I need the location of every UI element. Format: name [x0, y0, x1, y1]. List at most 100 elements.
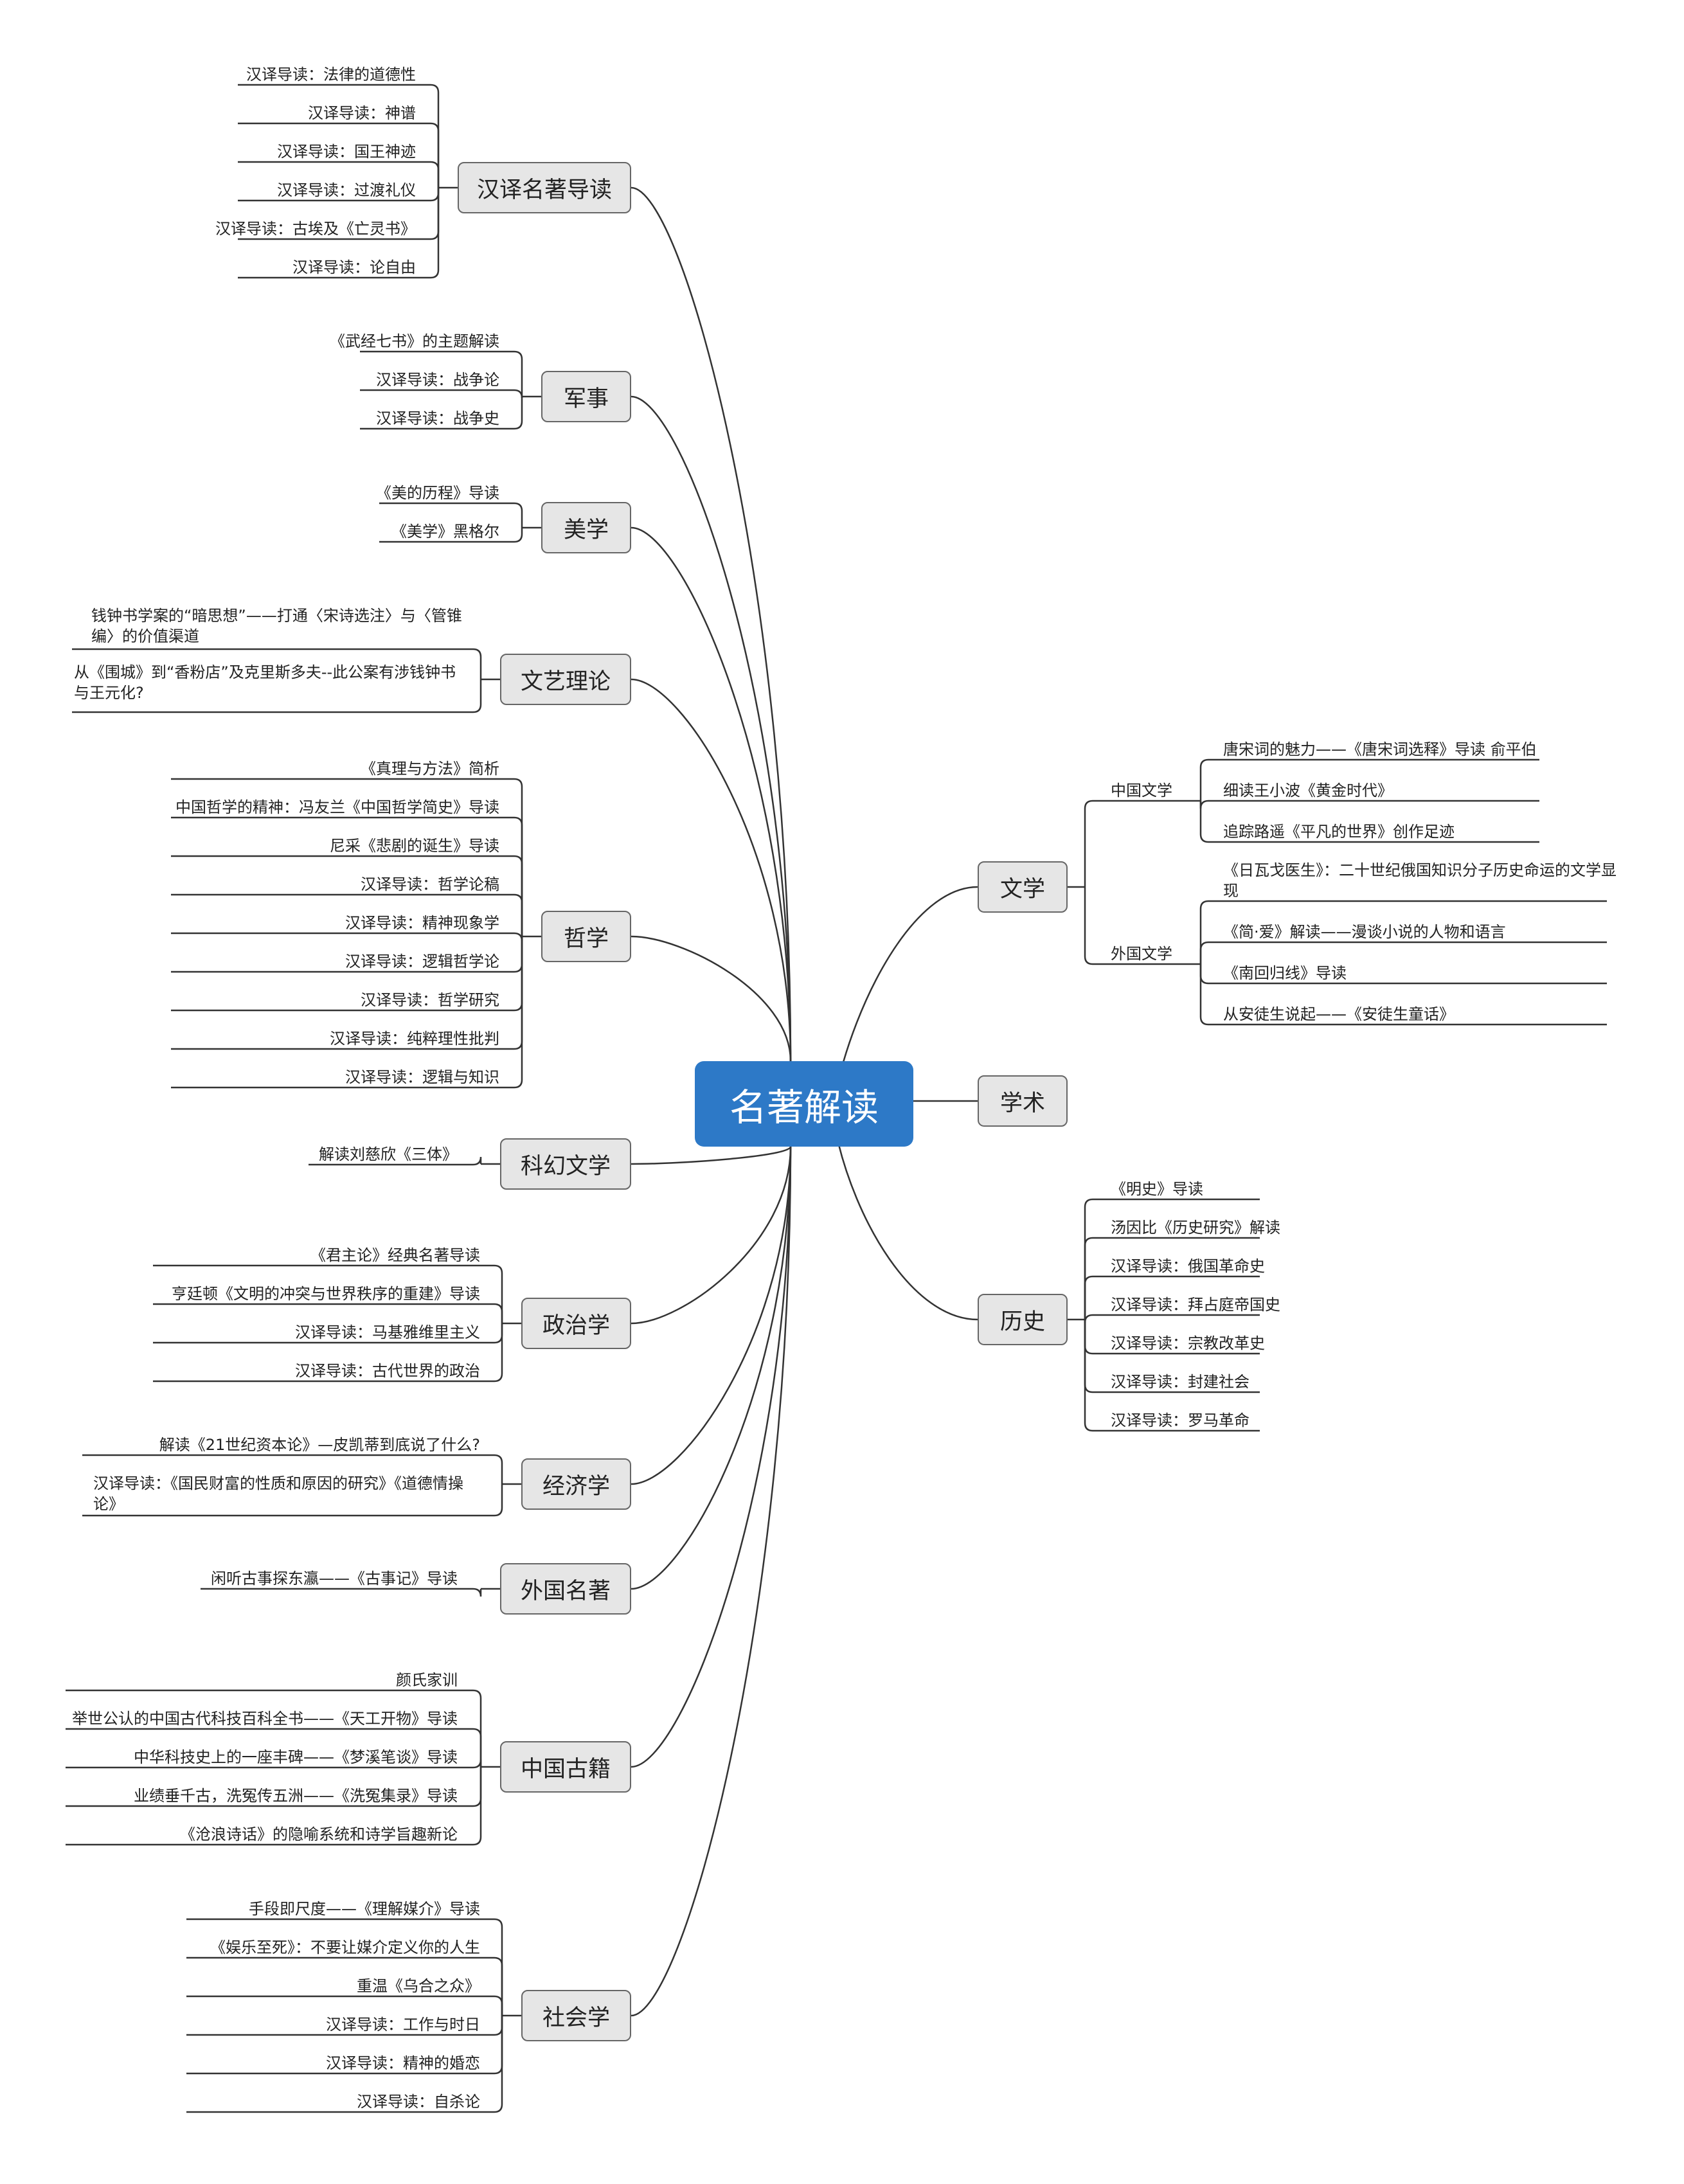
leaf-foreign-lit-2[interactable]: 《简·爱》解读——漫谈小说的人物和语言 — [1223, 923, 1506, 941]
leaf-foreign-1[interactable]: 闲听古事探东瀛——《古事记》导读 — [211, 1570, 458, 1588]
leaf-history-4[interactable]: 汉译导读：拜占庭帝国史 — [1111, 1296, 1280, 1314]
leaf-politics-3[interactable]: 汉译导读：马基雅维里主义 — [295, 1323, 480, 1341]
topic-literature[interactable]: 文学 — [978, 861, 1068, 913]
topic-scifi[interactable]: 科幻文学 — [500, 1138, 631, 1190]
hanyi-leaf-5 — [238, 188, 440, 279]
link-root-left-2 — [631, 526, 792, 1062]
link-root-left-1 — [631, 395, 792, 1062]
leaf-ancient-2[interactable]: 举世公认的中国古代科技百科全书——《天工开物》导读 — [72, 1710, 458, 1728]
leaf-sociology-2[interactable]: 《娱乐至死》：不要让媒介定义你的人生 — [210, 1938, 480, 1956]
leaf-military-1[interactable]: 《武经七书》的主题解读 — [330, 332, 499, 350]
leaf-history-1[interactable]: 《明史》导读 — [1111, 1180, 1203, 1198]
leaf-sociology-5[interactable]: 汉译导读：精神的婚恋 — [326, 2054, 480, 2072]
leaf-history-7[interactable]: 汉译导读：罗马革命 — [1111, 1411, 1250, 1429]
leaf-military-3[interactable]: 汉译导读：战争史 — [376, 409, 499, 427]
leaf-military-2[interactable]: 汉译导读：战争论 — [376, 371, 499, 389]
topic-chinese-classics[interactable]: 中国古籍 — [500, 1741, 631, 1793]
leaf-philosophy-1[interactable]: 《真理与方法》简析 — [361, 760, 499, 778]
topic-philosophy[interactable]: 哲学 — [541, 911, 631, 962]
leaf-politics-1[interactable]: 《君主论》经典名著导读 — [310, 1246, 480, 1264]
link-root-left-3 — [631, 678, 792, 1062]
leaf-philosophy-5[interactable]: 汉译导读：精神现象学 — [345, 914, 499, 932]
theory-leaf-1 — [72, 679, 482, 713]
topic-foreign-classics[interactable]: 外国名著 — [500, 1563, 631, 1615]
philosophy-leaf-8 — [171, 936, 523, 1089]
leaf-philosophy-2[interactable]: 中国哲学的精神：冯友兰《中国哲学简史》导读 — [175, 798, 499, 816]
leaf-ancient-4[interactable]: 业绩垂千古，洗冤传五洲——《洗冤集录》导读 — [134, 1787, 458, 1805]
cnlit-leaf-1 — [1199, 800, 1539, 809]
leaf-sociology-6[interactable]: 汉译导读：自杀论 — [357, 2093, 480, 2111]
leaf-history-6[interactable]: 汉译导读：封建社会 — [1111, 1373, 1250, 1391]
leaf-foreign-lit-4[interactable]: 从安徒生说起——《安徒生童话》 — [1223, 1005, 1455, 1023]
leaf-economics-1[interactable]: 解读《21世纪资本论》—皮凯蒂到底说了什么? — [159, 1436, 480, 1454]
topic-aesthetics[interactable]: 美学 — [541, 502, 631, 553]
leaf-philosophy-7[interactable]: 汉译导读：哲学研究 — [361, 991, 499, 1009]
forlit-leaf-0 — [1199, 900, 1607, 964]
history-leaf-2 — [1084, 1275, 1260, 1320]
topic-academic[interactable]: 学术 — [978, 1075, 1068, 1127]
leaf-cn-lit-2[interactable]: 细读王小波《黄金时代》 — [1223, 782, 1393, 800]
cnlit-leaf-2 — [1199, 801, 1539, 843]
leaf-foreign-lit-1[interactable]: 《日瓦戈医生》：二十世纪俄国知识分子历史命运的文学显现 — [1223, 861, 1617, 900]
leaf-ancient-1[interactable]: 颜氏家训 — [396, 1671, 458, 1689]
topic-history[interactable]: 历史 — [978, 1294, 1068, 1345]
scifi-leaf-0 — [309, 1156, 482, 1166]
leaf-hanyi-1[interactable]: 汉译导读：法律的道德性 — [246, 66, 416, 84]
leaf-scifi-1[interactable]: 解读刘慈欣《三体》 — [319, 1145, 458, 1163]
topic-hanyi-mingzhu[interactable]: 汉译名著导读 — [458, 162, 631, 213]
leaf-hanyi-2[interactable]: 汉译导读：神谱 — [308, 104, 416, 122]
leaf-theory-1[interactable]: 钱钟书学案的“暗思想”——打通〈宋诗选注〉与〈管锥编〉的价值渠道 — [91, 607, 462, 645]
topic-politics[interactable]: 政治学 — [521, 1298, 631, 1349]
forlit-leaf-3 — [1199, 964, 1607, 1026]
politics-leaf-1 — [153, 1303, 503, 1323]
leaf-cn-lit-1[interactable]: 唐宋词的魅力——《唐宋词选释》导读 俞平伯 — [1223, 740, 1537, 758]
leaf-philosophy-3[interactable]: 尼采《悲剧的诞生》导读 — [330, 837, 499, 855]
subtopic-chinese-literature[interactable]: 中国文学 — [1111, 782, 1172, 800]
link-root-literature — [834, 886, 978, 1093]
subtopic-foreign-literature[interactable]: 外国文学 — [1111, 945, 1172, 963]
leaf-philosophy-9[interactable]: 汉译导读：逻辑与知识 — [345, 1068, 499, 1086]
topic-economics[interactable]: 经济学 — [521, 1458, 631, 1510]
leaf-politics-4[interactable]: 汉译导读：古代世界的政治 — [295, 1362, 480, 1380]
topic-military[interactable]: 军事 — [541, 371, 631, 422]
history-leaf-3 — [1084, 1314, 1260, 1323]
leaf-aesthetics-1[interactable]: 《美的历程》导读 — [376, 484, 499, 502]
philosophy-leaf-3 — [171, 893, 523, 936]
topic-sociology[interactable]: 社会学 — [521, 1990, 631, 2041]
leaf-hanyi-3[interactable]: 汉译导读：国王神迹 — [277, 143, 416, 161]
leaf-cn-lit-3[interactable]: 追踪路遥《平凡的世界》创作足迹 — [1223, 823, 1455, 841]
ancient-leaf-1 — [66, 1728, 482, 1767]
topic-literary-theory[interactable]: 文艺理论 — [500, 654, 631, 705]
literature-leaf-0 — [1084, 800, 1194, 887]
sociology-leaf-0 — [186, 1918, 503, 2016]
leaf-history-5[interactable]: 汉译导读：宗教改革史 — [1111, 1334, 1265, 1352]
leaf-politics-2[interactable]: 亨廷顿《文明的冲突与世界秩序的重建》导读 — [172, 1285, 480, 1303]
link-root-left-7 — [631, 1146, 792, 1485]
leaf-foreign-lit-3[interactable]: 《南回归线》导读 — [1223, 964, 1347, 982]
military-leaf-1 — [360, 389, 523, 398]
leaf-history-2[interactable]: 汤因比《历史研究》解读 — [1111, 1219, 1280, 1237]
leaf-ancient-3[interactable]: 中华科技史上的一座丰碑——《梦溪笔谈》导读 — [134, 1748, 458, 1766]
theory-leaf-0 — [72, 648, 482, 679]
leaf-hanyi-4[interactable]: 汉译导读：过渡礼仪 — [277, 181, 416, 199]
leaf-philosophy-6[interactable]: 汉译导读：逻辑哲学论 — [345, 953, 499, 971]
literature-leaf-1 — [1084, 887, 1194, 965]
leaf-theory-2[interactable]: 从《围城》到“香粉店”及克里斯多夫--此公案有涉钱钟书与王元化? — [74, 663, 456, 702]
philosophy-leaf-1 — [171, 816, 523, 936]
leaf-sociology-1[interactable]: 手段即尺度——《理解媒介》导读 — [249, 1900, 480, 1918]
ancient-leaf-0 — [66, 1689, 482, 1767]
leaf-aesthetics-2[interactable]: 《美学》黑格尔 — [391, 523, 499, 541]
leaf-sociology-3[interactable]: 重温《乌合之众》 — [357, 1977, 480, 1995]
leaf-philosophy-4[interactable]: 汉译导读：哲学论稿 — [361, 875, 499, 893]
link-root-left-10 — [631, 1146, 792, 2017]
leaf-history-3[interactable]: 汉译导读：俄国革命史 — [1111, 1257, 1265, 1275]
leaf-ancient-5[interactable]: 《沧浪诗话》的隐喻系统和诗学旨趣新论 — [180, 1825, 458, 1843]
central-topic[interactable]: 名著解读 — [695, 1061, 913, 1147]
leaf-hanyi-5[interactable]: 汉译导读：古埃及《亡灵书》 — [215, 220, 416, 238]
leaf-philosophy-8[interactable]: 汉译导读：纯粹理性批判 — [330, 1030, 499, 1048]
economics-leaf-1 — [82, 1484, 503, 1517]
leaf-hanyi-6[interactable]: 汉译导读：论自由 — [292, 258, 416, 276]
leaf-sociology-4[interactable]: 汉译导读：工作与时日 — [326, 2016, 480, 2034]
leaf-economics-2[interactable]: 汉译导读：《国民财富的性质和原因的研究》《道德情操论》 — [93, 1474, 463, 1513]
